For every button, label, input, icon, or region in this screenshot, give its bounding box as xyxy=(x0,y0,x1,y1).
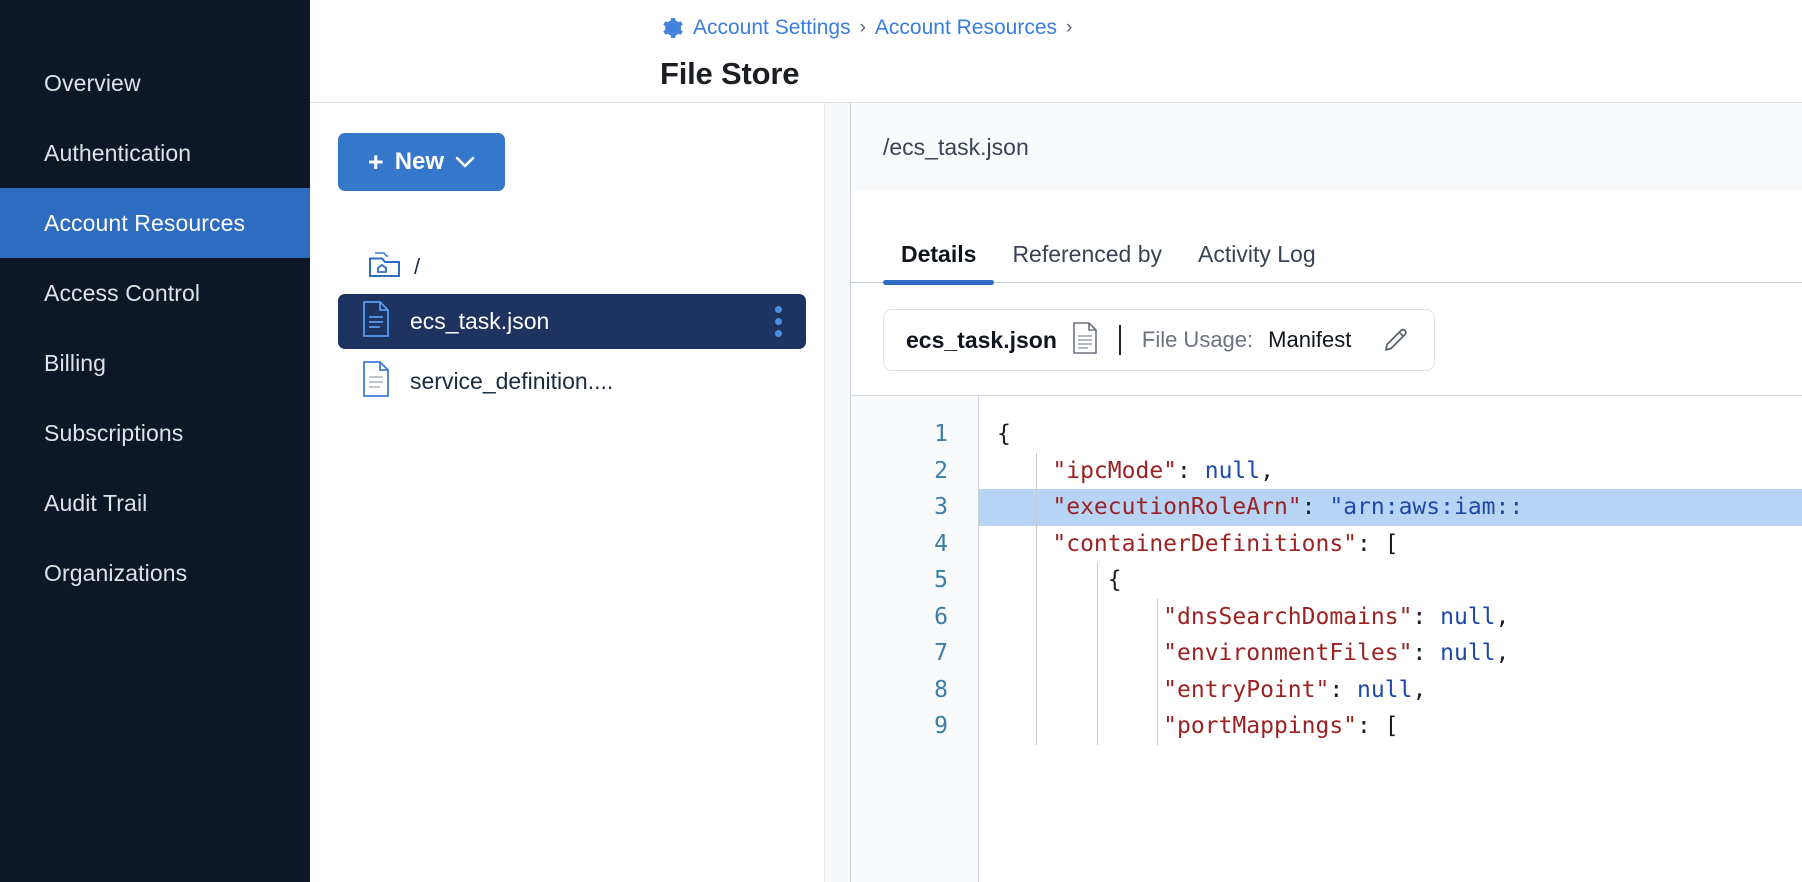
file-usage-value: Manifest xyxy=(1268,327,1352,352)
file-detail-panel: /ecs_task.json Details Referenced by Activ… xyxy=(851,103,1802,882)
sidebar-item-access-control[interactable]: Access Control xyxy=(0,258,310,328)
sidebar-item-account-resources[interactable]: Account Resources xyxy=(0,188,310,258)
line-number: 6 xyxy=(934,603,948,630)
new-button[interactable]: + New xyxy=(338,133,505,191)
tree-root-folder[interactable]: / xyxy=(310,245,824,289)
sidebar-item-label: Access Control xyxy=(44,279,201,306)
file-list-item[interactable]: ecs_task.json xyxy=(338,294,806,349)
file-meta-card: ecs_task.json File Usage: Manifest xyxy=(883,309,1436,371)
line-number: 4 xyxy=(934,530,948,557)
line-number: 3 xyxy=(934,494,948,520)
body-split: + New xyxy=(310,103,1802,882)
file-path-bar: /ecs_task.json xyxy=(851,103,1802,191)
line-number: 7 xyxy=(934,640,948,666)
file-icon xyxy=(362,361,390,402)
line-number: 1 xyxy=(934,421,948,447)
sidebar-item-authentication[interactable]: Authentication xyxy=(0,118,310,188)
panel-divider[interactable] xyxy=(825,103,851,882)
code-line[interactable]: { xyxy=(997,421,1011,447)
sidebar-item-label: Overview xyxy=(44,69,141,96)
new-button-label: New xyxy=(394,148,445,175)
plus-icon: + xyxy=(367,146,384,177)
sidebar-item-billing[interactable]: Billing xyxy=(0,328,310,398)
sidebar-item-label: Authentication xyxy=(44,139,192,166)
meta-divider xyxy=(1118,325,1121,355)
gear-icon xyxy=(660,16,684,40)
breadcrumb: Account Settings › Account Resources › xyxy=(660,8,1802,48)
line-number: 2 xyxy=(934,457,948,484)
line-number: 8 xyxy=(934,676,948,703)
sidebar-item-audit-trail[interactable]: Audit Trail xyxy=(0,468,310,538)
file-name: service_definition.... xyxy=(410,368,614,394)
kebab-menu-icon[interactable] xyxy=(775,306,782,337)
line-number: 5 xyxy=(934,567,948,593)
folder-home-icon xyxy=(366,250,402,285)
file-meta-wrapper: ecs_task.json File Usage: Manifest xyxy=(851,283,1802,395)
code-line[interactable]: "portMappings": [ xyxy=(979,708,1802,745)
sidebar-item-subscriptions[interactable]: Subscriptions xyxy=(0,398,310,468)
sidebar-item-label: Audit Trail xyxy=(44,489,148,516)
sidebar-item-label: Subscriptions xyxy=(44,419,184,446)
sidebar-item-label: Billing xyxy=(44,349,107,376)
document-icon xyxy=(1072,321,1098,359)
breadcrumb-separator-trailing: › xyxy=(1066,17,1073,38)
breadcrumb-separator: › xyxy=(859,17,866,38)
tab-referenced-by[interactable]: Referenced by xyxy=(1012,241,1163,267)
main-area: Account Settings › Account Resources › F… xyxy=(310,0,1802,882)
breadcrumb-item-account-settings[interactable]: Account Settings xyxy=(693,16,851,39)
sidebar-item-organizations[interactable]: Organizations xyxy=(0,538,310,608)
sidebar-item-label: Organizations xyxy=(44,559,188,586)
code-line[interactable]: "containerDefinitions": [ xyxy=(979,525,1802,562)
tab-activity-log[interactable]: Activity Log xyxy=(1198,241,1316,267)
code-line[interactable]: "ipcMode": null, xyxy=(979,452,1802,489)
code-line[interactable]: "executionRoleArn": "arn:aws:iam:: xyxy=(979,489,1802,526)
file-json-icon xyxy=(362,301,390,342)
tree-root-label: / xyxy=(414,254,421,279)
meta-filename: ecs_task.json xyxy=(906,326,1057,353)
detail-tabs: Details Referenced by Activity Log xyxy=(851,191,1802,285)
breadcrumb-item-account-resources[interactable]: Account Resources xyxy=(874,16,1058,39)
chevron-down-icon xyxy=(455,148,475,176)
code-content[interactable]: { "ipcMode": null, "executionRoleArn": "… xyxy=(979,396,1802,882)
tab-details[interactable]: Details xyxy=(883,241,995,285)
code-line[interactable]: "environmentFiles": null, xyxy=(979,635,1802,672)
file-usage-label: File Usage: xyxy=(1141,327,1254,352)
file-list: ecs_task.json service_definition.... xyxy=(310,294,824,409)
code-editor[interactable]: 1 2 3 4 5 6 7 8 9 { "ipcMode": null, "executionR… xyxy=(851,395,1802,882)
file-name: ecs_task.json xyxy=(410,308,550,334)
file-browser-panel: + New xyxy=(310,103,825,882)
file-list-item[interactable]: service_definition.... xyxy=(338,354,806,409)
sidebar-item-label: Account Resources xyxy=(44,209,246,236)
sidebar-item-overview[interactable]: Overview xyxy=(0,48,310,118)
code-line[interactable]: "entryPoint": null, xyxy=(979,671,1802,708)
line-number-gutter: 1 2 3 4 5 6 7 8 9 xyxy=(851,396,979,882)
file-tree: / ecs_task.json service_definition.... xyxy=(310,245,824,409)
code-line[interactable]: "dnsSearchDomains": null, xyxy=(979,598,1802,635)
line-number: 9 xyxy=(934,713,948,739)
code-line[interactable]: { xyxy=(979,562,1802,599)
page-header: Account Settings › Account Resources › F… xyxy=(310,0,1802,103)
pencil-icon[interactable] xyxy=(1380,324,1412,356)
file-path: /ecs_task.json xyxy=(883,133,1029,160)
page-title: File Store xyxy=(660,56,800,91)
